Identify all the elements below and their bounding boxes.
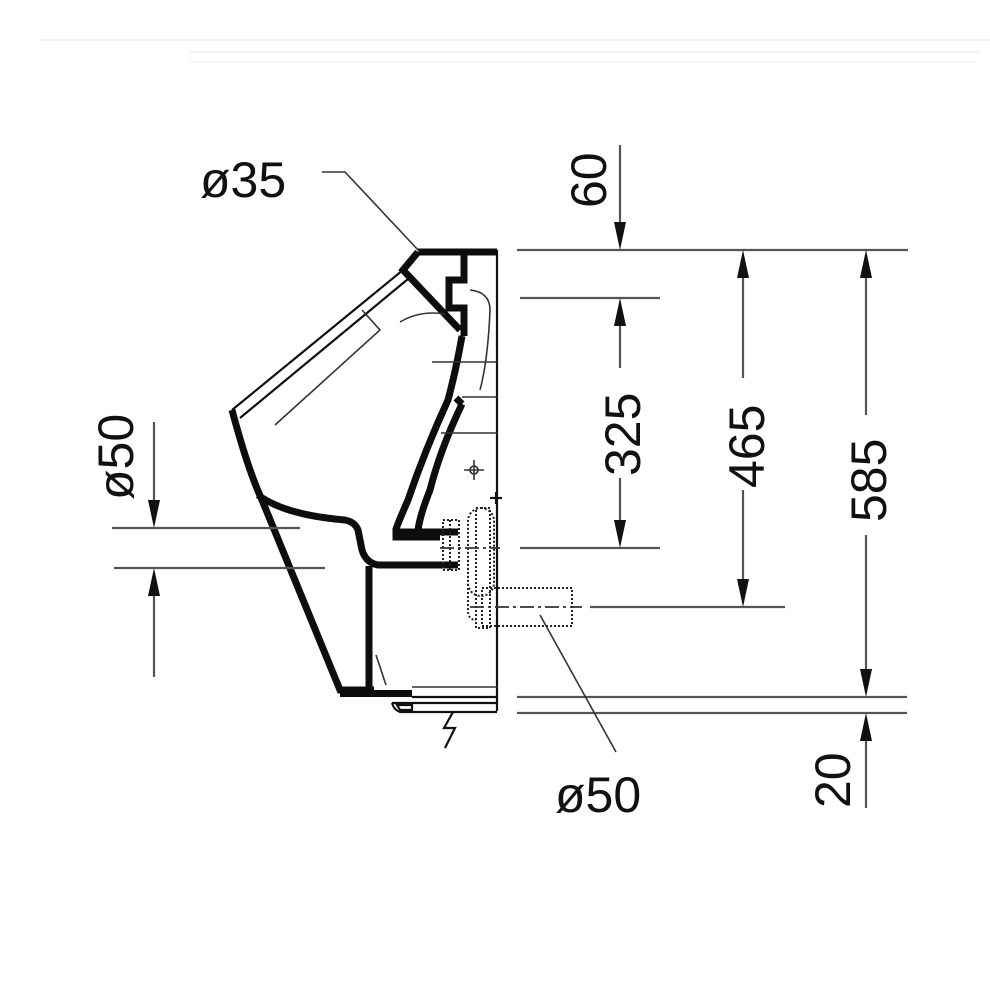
bowl-bottom xyxy=(255,492,440,569)
base-plate xyxy=(390,702,497,714)
trap-rear-wall xyxy=(414,402,466,531)
base-clip xyxy=(395,703,414,712)
label-inlet-to-outlet: 325 xyxy=(595,393,651,476)
fixing-hole-icon xyxy=(464,460,484,480)
base-hatch xyxy=(375,654,387,686)
label-top-to-waste-axis: 465 xyxy=(719,405,775,488)
leader-inlet xyxy=(322,171,421,253)
shell-upper-outer xyxy=(231,269,404,411)
ghost-artifacts xyxy=(40,39,990,63)
trap-front-wall xyxy=(392,335,466,541)
inlet-pocket xyxy=(445,254,468,336)
base-foot xyxy=(340,690,412,697)
siphon-inner xyxy=(475,507,491,629)
electric-connection-icon xyxy=(442,711,457,749)
front-outer-contour xyxy=(228,409,374,694)
shell-upper-inner xyxy=(239,278,409,419)
label-inlet-diameter: ø35 xyxy=(200,152,286,208)
label-side-outlet-diameter: ø50 xyxy=(88,414,144,500)
drain-fittings xyxy=(396,492,582,629)
label-rear-outlet-diameter: ø50 xyxy=(555,767,641,823)
dimension-lines xyxy=(112,145,908,808)
label-top-offset: 60 xyxy=(561,152,617,208)
leader-rear-outlet xyxy=(539,614,617,753)
label-bottom-offset: 20 xyxy=(805,752,861,808)
trap-joint xyxy=(453,395,465,407)
dimension-labels: ø35 ø50 60 325 465 585 20 ø50 xyxy=(88,152,897,823)
rear-inner-curve xyxy=(469,289,491,391)
bowl-inner-line xyxy=(274,309,382,426)
label-overall-height: 585 xyxy=(841,439,897,522)
urinal-body xyxy=(228,248,499,749)
bowl-inner-curve xyxy=(399,312,446,323)
